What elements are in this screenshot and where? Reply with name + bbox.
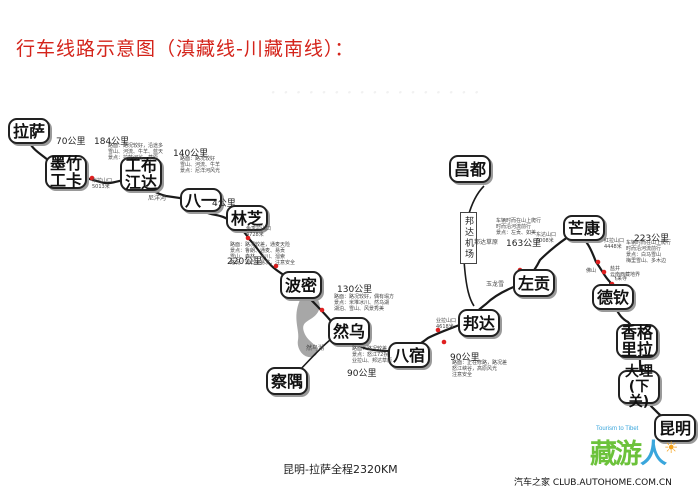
annotation: 东达山口 5008米 [536, 232, 557, 244]
annotation: 车辆时而在山上爬行 时而沿河流前行 景点：白马雪山 梅里雪山、多木边 [626, 240, 672, 264]
distance-label: 90公里 [450, 353, 480, 363]
logo-subtitle: Tourism to Tibet [596, 426, 639, 432]
annotation: 路面：正在修路，路况差 怒江峡谷，高原风光 注意安全 [452, 360, 508, 378]
pass-marker [435, 327, 441, 333]
side-label-yulong: 玉龙雪 [486, 281, 505, 288]
stop-baxoi: 八宿 [388, 342, 430, 368]
stop-bomi: 波密 [280, 271, 322, 299]
stop-maizhokunggar: 墨竹 工卡 [45, 155, 87, 189]
pass-marker [89, 175, 95, 181]
stop-nyingchi: 林芝 [226, 205, 268, 231]
annotation: 路面：路况较好，偶有塌方 景点：米堆冰川、然乌湖 湖泊、雪山、风景秀美 [334, 294, 395, 312]
side-label-bangda-grassland: 邦达草原 [474, 239, 499, 246]
annotation: 业拉山口 4618米 [436, 318, 457, 330]
annotation: 色季拉山口 4728米 [246, 226, 272, 238]
pass-marker [319, 307, 325, 313]
footer-source: 汽车之家 CLUB.AUTOHOME.COM.CN [514, 478, 672, 488]
total-distance: 昆明-拉萨全程2320KM [283, 463, 398, 476]
stop-zayu: 察隅 [266, 367, 308, 395]
logo-wordmark-blue: 人 [640, 439, 667, 470]
faint-watermark: · · · · · · · · · · · · · · · · · [270, 80, 480, 104]
distance-label: 220公里 [227, 257, 263, 267]
stop-lhasa: 拉萨 [8, 118, 50, 144]
side-label-bangda-airport: 邦达机场 [460, 212, 477, 264]
stop-kunming: 昆明 [654, 414, 696, 442]
annotation: 路面：路况较差 景点：怒江72拐 业拉山、邦达草原 [352, 346, 393, 364]
logo-wordmark: 藏游人 [590, 432, 667, 471]
stop-markam: 芒康 [563, 215, 605, 241]
stop-rawu: 然乌 [328, 317, 370, 345]
stop-zogang: 左贡 [513, 269, 555, 297]
annotation: 佛山 [586, 268, 597, 274]
side-label-nyang-river: 尼洋河 [148, 195, 167, 202]
pass-marker [595, 259, 601, 265]
pass-marker [273, 263, 279, 269]
stop-dali: 大理 (下关) [618, 364, 660, 409]
annotation: 路面：路况较好，沿途多 雪山、河流、牛羊、蓝天 景点：拉萨河谷、草原 [108, 143, 164, 161]
annotation: 路面：路况较好 雪山、河流、牛羊 景点：尼洋河风光 [180, 156, 221, 174]
annotation: 车辆时而在山上爬行 时而沿河流前行 景点：左贡、如美 [496, 218, 542, 236]
tourism-logo: Tourism to Tibet 藏游人 ☀ [590, 400, 692, 470]
pass-marker [245, 235, 251, 241]
stop-deqen: 德钦 [592, 284, 634, 310]
pass-marker [601, 269, 607, 275]
distance-label: 184公里 [94, 137, 130, 147]
annotation: 盐井 云南西藏地界 [610, 266, 641, 278]
pass-marker [441, 339, 447, 345]
page-title: 行车线路示意图（滇藏线-川藏南线）： [16, 38, 355, 60]
distance-label: 4公里 [212, 199, 236, 209]
rawu-lake-shape [296, 295, 320, 358]
sun-icon: ☀ [664, 438, 679, 457]
distance-label: 163公里 [506, 239, 542, 249]
annotation: 米拉山口 5013米 [92, 178, 113, 190]
stop-shangri-la: 香格 里拉 [616, 324, 658, 358]
distance-label: 223公里 [634, 234, 670, 244]
stop-bangda: 邦达 [458, 309, 500, 337]
annotation: 飞来寺 [612, 276, 628, 282]
distance-label: 130公里 [337, 285, 373, 295]
stop-qamdo: 昌都 [449, 155, 491, 183]
logo-wordmark-green: 藏游 [590, 439, 642, 470]
annotation: 路面：路况较差，通麦天险 景点：鲁朗、通麦、易贡 雪山、森林、冰川、溜索 路况：… [230, 242, 296, 266]
stop-bayi: 八一 [180, 188, 222, 212]
stop-gongbo-gyamda: 工布 江达 [120, 157, 162, 191]
side-label-rawu-lake: 然乌湖 [306, 345, 325, 352]
distance-label: 90公里 [347, 369, 377, 379]
distance-label: 140公里 [173, 149, 209, 159]
distance-label: 70公里 [56, 137, 86, 147]
annotation: 红拉山口 4448米 [604, 238, 625, 250]
